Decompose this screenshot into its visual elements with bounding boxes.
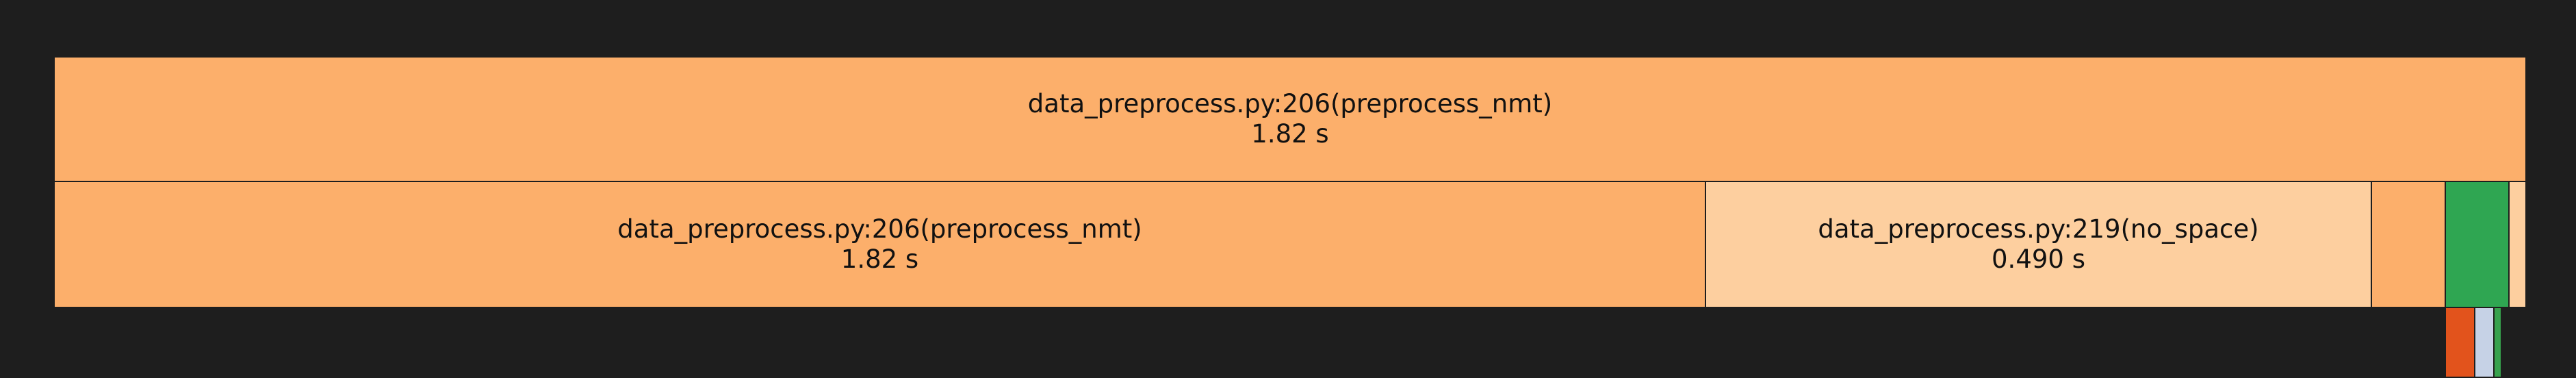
frame-tiny-blue[interactable] — [2474, 307, 2495, 378]
frame-small-green[interactable] — [2445, 181, 2510, 308]
frame-time-label: 1.82 s — [1251, 119, 1329, 149]
frame-small-orange[interactable] — [2371, 181, 2446, 308]
frame-function-label: data_preprocess.py:206(preprocess_nmt) — [617, 214, 1142, 244]
frame-small-light[interactable] — [2508, 181, 2527, 308]
frame-function-label: data_preprocess.py:219(no_space) — [1818, 214, 2259, 244]
frame-time-label: 1.82 s — [840, 244, 919, 274]
frame-no-space[interactable]: data_preprocess.py:219(no_space) 0.490 s — [1705, 181, 2372, 308]
frame-function-label: data_preprocess.py:206(preprocess_nmt) — [1027, 89, 1553, 118]
frame-preprocess-nmt-child[interactable]: data_preprocess.py:206(preprocess_nmt) 1… — [53, 181, 1706, 308]
frame-tiny-green[interactable] — [2493, 307, 2502, 378]
frame-tiny-red[interactable] — [2445, 307, 2475, 378]
frame-preprocess-nmt-root[interactable]: data_preprocess.py:206(preprocess_nmt) 1… — [53, 56, 2527, 182]
frame-time-label: 0.490 s — [1992, 244, 2085, 274]
